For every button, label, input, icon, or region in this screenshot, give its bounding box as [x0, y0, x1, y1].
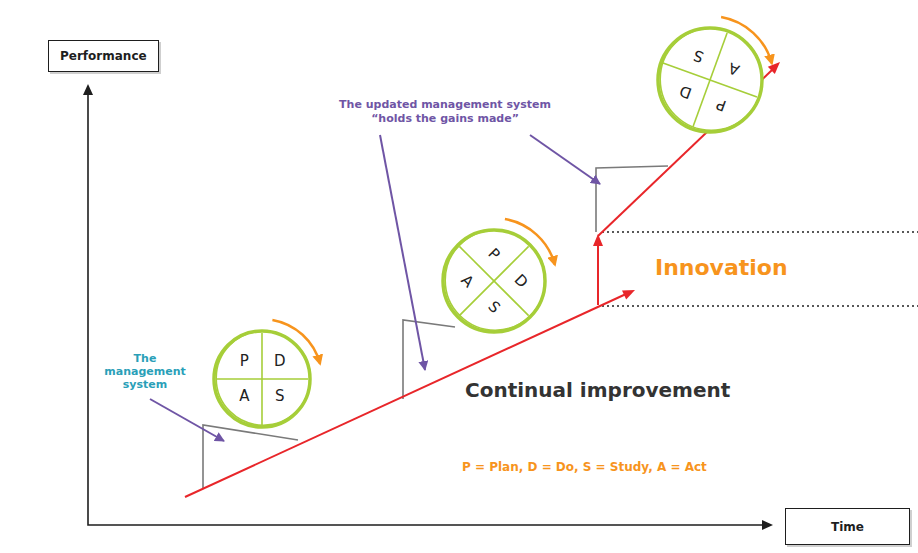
circle-ring	[660, 28, 762, 130]
pdca-letter: A	[239, 389, 249, 404]
axis-title: Performance	[60, 49, 147, 63]
wedge-line	[403, 320, 455, 399]
axis-title: Time	[831, 520, 864, 534]
quadrant-line	[261, 333, 263, 425]
circle-ring	[443, 230, 545, 332]
leader-arrow	[150, 399, 224, 441]
circle-ring	[658, 28, 762, 132]
pdca-letter: S	[275, 389, 285, 404]
circle-outline	[656, 26, 764, 134]
arrowhead	[83, 84, 93, 95]
dotted-line	[602, 231, 918, 233]
legend-note: P = Plan, D = Do, S = Study, A = Act	[462, 460, 707, 475]
leader-arrow	[380, 135, 425, 370]
circle-outline	[441, 228, 547, 334]
heading-label: Continual improvement	[465, 378, 730, 402]
leader-arrow	[530, 135, 600, 184]
wedge-line	[203, 425, 298, 488]
axis-connector	[83, 84, 773, 530]
band-label: Innovation	[655, 255, 788, 281]
pdca-letter: D	[274, 354, 286, 369]
arrowhead	[762, 520, 773, 530]
arrowhead	[622, 290, 635, 300]
pdsa-circle: PDAS	[656, 26, 764, 134]
circle-ring	[216, 331, 310, 425]
innovation-arrow	[597, 244, 599, 305]
arrowhead	[768, 62, 780, 74]
circle-outline	[212, 329, 312, 429]
circle-ring	[214, 331, 310, 427]
dotted-line	[602, 305, 918, 307]
axis-line	[88, 90, 767, 525]
arrowhead	[593, 234, 603, 246]
wedge-line	[596, 166, 668, 232]
pdca-letter: P	[240, 354, 249, 369]
pdsa-circle: P D A S	[212, 329, 312, 429]
pdsa-circle: PDAS	[441, 228, 547, 334]
axis-title-box: Performance	[48, 40, 159, 72]
callout-label: The management system	[103, 352, 187, 391]
callout-label: The updated management system “holds the…	[330, 98, 560, 126]
axis-title-box: Time	[785, 508, 910, 545]
circle-ring	[445, 230, 545, 330]
